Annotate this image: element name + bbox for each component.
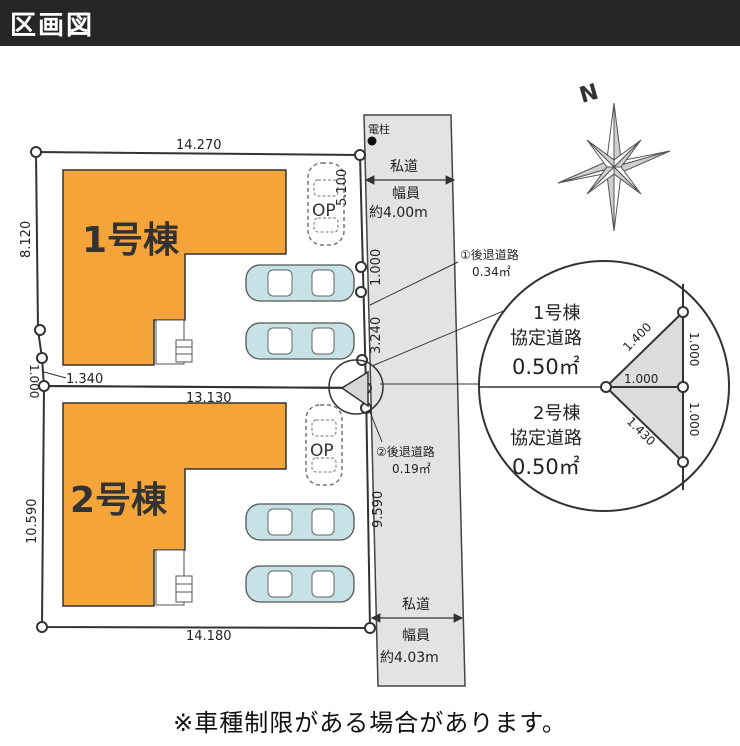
page-title: 区画図 bbox=[10, 11, 95, 41]
dim-left-lot2: 10.590 bbox=[25, 499, 40, 545]
optional-car-lot2: OP bbox=[305, 404, 343, 486]
setback2-area: 0.19㎡ bbox=[392, 462, 431, 476]
dim-top: 14.270 bbox=[176, 138, 222, 153]
building-lot2 bbox=[62, 402, 287, 607]
road-name-lower: 私道 bbox=[402, 597, 430, 613]
boundary-marker bbox=[30, 146, 42, 158]
optional-parking-label: OP bbox=[310, 441, 334, 461]
entrance-steps-lot1 bbox=[155, 319, 193, 365]
road-width-label-lower: 幅員 bbox=[402, 628, 430, 644]
boundary-marker bbox=[354, 149, 366, 161]
inset-lot2-sub: 協定道路 bbox=[510, 428, 582, 449]
car-icon bbox=[245, 322, 355, 360]
footer-note: ※車種制限がある場合があります。 bbox=[173, 709, 567, 737]
inset-markers bbox=[600, 306, 689, 468]
optional-parking-label: OP bbox=[312, 201, 336, 221]
boundary-marker bbox=[36, 352, 48, 364]
setback2-leader bbox=[369, 411, 383, 443]
setback2-title: ②後退道路 bbox=[376, 444, 435, 459]
dim-left-lot1: 8.120 bbox=[19, 221, 34, 258]
inset-dim-middle: 1.000 bbox=[624, 372, 658, 386]
setback1-area: 0.34㎡ bbox=[472, 265, 511, 279]
inset-lot1-title: 1号棟 bbox=[533, 303, 580, 324]
boundary-marker bbox=[38, 380, 50, 392]
junction-triangle bbox=[340, 370, 369, 408]
dim-bottom-left-lot1: 1.340 bbox=[66, 372, 103, 387]
detail-connector-top bbox=[371, 303, 521, 367]
dim-right-mid2: 3.240 bbox=[369, 317, 384, 354]
leader-line bbox=[43, 371, 67, 379]
car-icon bbox=[245, 565, 355, 603]
inset-dim-right-top: 1.000 bbox=[687, 332, 701, 366]
boundary-marker bbox=[355, 261, 367, 273]
lot2-label: 2号棟 bbox=[70, 480, 168, 521]
private-road bbox=[363, 114, 466, 687]
dim-left-small: 1.000 bbox=[27, 364, 41, 398]
dim-right-upper: 5.100 bbox=[335, 169, 350, 206]
dim-right-lot2: 9.590 bbox=[371, 491, 386, 528]
inset-lot2-title: 2号棟 bbox=[533, 403, 580, 424]
inset-dim-right-bottom: 1.000 bbox=[687, 402, 701, 436]
optional-car-lot1: OP bbox=[307, 162, 345, 246]
parking-cars bbox=[245, 264, 355, 603]
lot1-label: 1号棟 bbox=[82, 220, 180, 261]
compass-icon bbox=[557, 102, 671, 232]
road-width-value-lower: 約4.03m bbox=[380, 650, 439, 666]
car-icon bbox=[245, 264, 355, 302]
boundary-marker bbox=[355, 286, 367, 298]
compass-north-label: N bbox=[577, 80, 602, 109]
dim-middle: 13.130 bbox=[186, 391, 232, 406]
utility-pole-label: 電柱 bbox=[368, 122, 390, 136]
road-width-value-upper: 約4.00m bbox=[369, 205, 428, 221]
road-name-upper: 私道 bbox=[390, 159, 418, 175]
setback1-title: ①後退道路 bbox=[460, 247, 519, 262]
detail-focus-circle bbox=[328, 359, 384, 415]
boundary-marker bbox=[364, 622, 376, 634]
building-lot1 bbox=[62, 169, 287, 366]
dim-right-mid1: 1.000 bbox=[369, 249, 384, 286]
inset-lot1-area: 0.50㎡ bbox=[512, 355, 580, 379]
road-width-label-upper: 幅員 bbox=[392, 186, 420, 202]
inset-lot1-sub: 協定道路 bbox=[510, 328, 582, 349]
setback1-leader bbox=[369, 261, 459, 306]
inset-lot2-area: 0.50㎡ bbox=[512, 455, 580, 479]
header-bar: 区画図 bbox=[0, 0, 740, 46]
entrance-steps-lot2 bbox=[155, 549, 193, 606]
boundary-marker bbox=[34, 324, 46, 336]
utility-pole-icon bbox=[367, 136, 377, 146]
dim-bottom: 14.180 bbox=[186, 629, 232, 644]
car-icon bbox=[245, 503, 355, 541]
boundary-marker bbox=[36, 621, 48, 633]
